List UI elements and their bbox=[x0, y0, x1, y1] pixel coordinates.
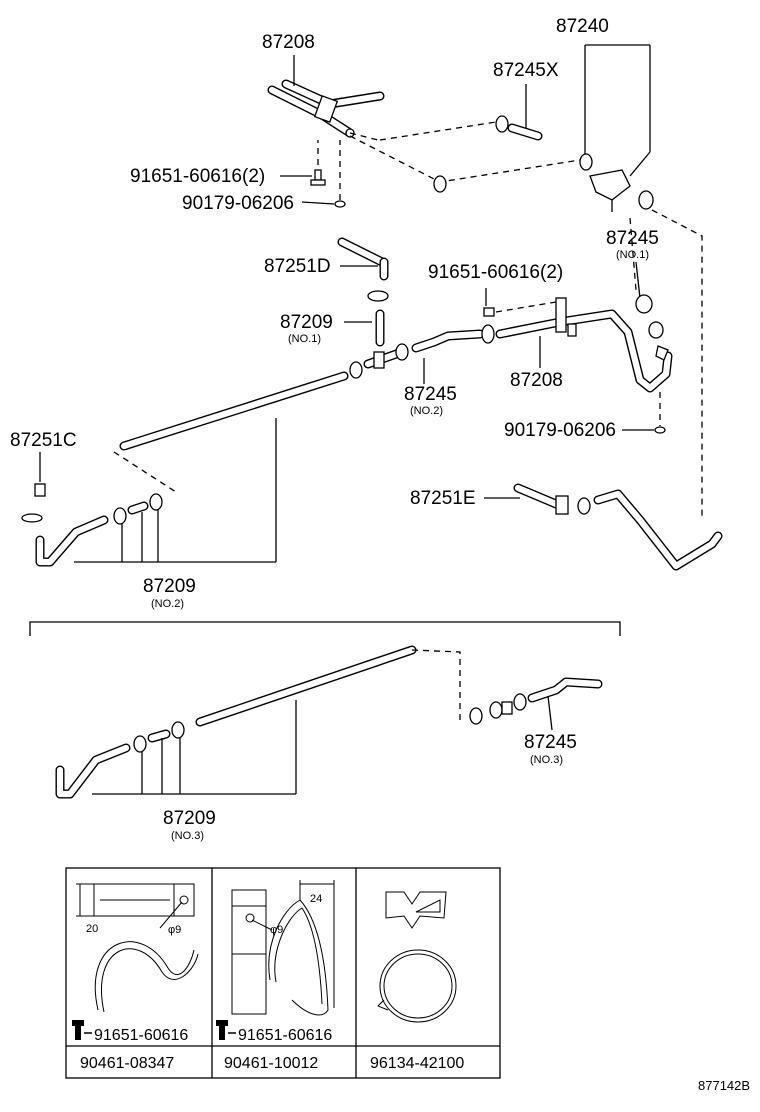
label-87245-no3-sub: (NO.3) bbox=[530, 754, 563, 766]
joint-87251d bbox=[337, 237, 389, 281]
dim-hole-1: φ9 bbox=[168, 924, 181, 936]
bolt-91651-top bbox=[280, 140, 326, 186]
label-87245-no2-sub: (NO.2) bbox=[410, 405, 443, 417]
label-87209-no2-sub: (NO.2) bbox=[151, 598, 184, 610]
clamp-drawing-1 bbox=[76, 883, 199, 1013]
label-87208-mid: 87208 bbox=[510, 370, 563, 391]
hose-87209-no1 bbox=[344, 290, 389, 347]
label-87209-no3: 87209 bbox=[163, 808, 216, 829]
bolt-label-2: 91651-60616 bbox=[238, 1027, 332, 1044]
label-90179-mid: 90179-06206 bbox=[504, 420, 616, 441]
part-number-3: 96134-42100 bbox=[370, 1055, 464, 1072]
dim-height-1: 20 bbox=[86, 923, 98, 935]
label-87209-no3-sub: (NO.3) bbox=[171, 830, 204, 842]
label-91651-top: 91651-60616(2) bbox=[130, 166, 265, 187]
dim-width-2: 24 bbox=[310, 893, 322, 905]
clamp-drawing-2 bbox=[231, 880, 335, 1016]
long-pipe-mid bbox=[119, 343, 409, 451]
hose-87245x bbox=[495, 115, 654, 212]
bolt-label-1: 91651-60616 bbox=[94, 1027, 188, 1044]
long-pipe-lower bbox=[55, 645, 461, 799]
heater-pipe-assembly-top bbox=[267, 55, 385, 138]
label-87209-no1: 87209 bbox=[280, 312, 333, 333]
bolt-icon bbox=[216, 1020, 236, 1040]
label-87245-no3: 87245 bbox=[524, 732, 577, 753]
part-number-2: 90461-10012 bbox=[224, 1055, 318, 1072]
label-87209-no1-sub: (NO.1) bbox=[288, 333, 321, 345]
joint-87251e bbox=[484, 483, 723, 571]
label-91651-mid: 91651-60616(2) bbox=[428, 262, 563, 283]
label-87245x: 87245X bbox=[493, 60, 559, 81]
part-number-1: 90461-08347 bbox=[80, 1055, 174, 1072]
label-90179-top: 90179-06206 bbox=[182, 193, 294, 214]
figure-id: 877142B bbox=[698, 1078, 750, 1093]
label-87251c: 87251C bbox=[10, 430, 77, 451]
label-87208-top: 87208 bbox=[262, 32, 315, 53]
dim-hole-2: φ9 bbox=[270, 924, 283, 936]
clamp-table: 20 φ9 91651-60616 90461-08347 24 φ9 bbox=[65, 867, 501, 1079]
label-87245-no2: 87245 bbox=[404, 384, 457, 405]
label-87251d: 87251D bbox=[264, 256, 331, 277]
hose-87245-no3 bbox=[469, 677, 603, 731]
heater-pipe-87208-mid bbox=[411, 297, 673, 393]
label-87209-no2: 87209 bbox=[143, 576, 196, 597]
bolt-icon bbox=[72, 1020, 92, 1040]
label-87245-no1-sub: (NO.1) bbox=[616, 249, 649, 261]
label-87245-no1: 87245 bbox=[606, 228, 659, 249]
clip-90179-top bbox=[301, 140, 346, 208]
label-87240: 87240 bbox=[556, 16, 609, 37]
clamp-drawing-3 bbox=[377, 891, 457, 1023]
label-87251e: 87251E bbox=[410, 488, 476, 509]
bolt-91651-mid bbox=[483, 288, 557, 317]
hose-87209-no2 bbox=[35, 493, 163, 567]
